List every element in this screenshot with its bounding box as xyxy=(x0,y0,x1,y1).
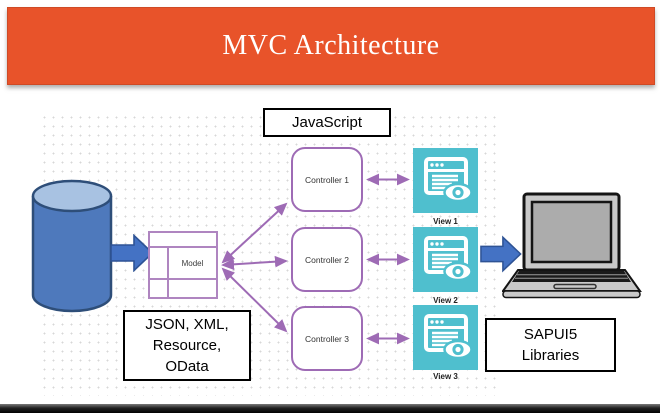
model-label: Model xyxy=(181,258,204,268)
sapui5-label-box: SAPUI5 Libraries xyxy=(485,318,616,372)
model-box-divider xyxy=(150,278,216,280)
data-sources-label-box: JSON, XML, Resource, OData xyxy=(123,310,251,381)
browser-eye-icon xyxy=(424,236,473,282)
title-banner: MVC Architecture xyxy=(7,7,655,85)
javascript-label-box: JavaScript xyxy=(263,108,391,137)
browser-eye-icon xyxy=(424,157,473,203)
bottom-edge-bar xyxy=(0,404,660,413)
page-title: MVC Architecture xyxy=(222,30,440,61)
view-3-label: View 3 xyxy=(433,372,458,381)
model-box-divider xyxy=(167,246,169,297)
controller-3-box: Controller 3 xyxy=(291,306,363,371)
controller-2-box: Controller 2 xyxy=(291,227,363,292)
controller-1-box: Controller 1 xyxy=(291,147,363,212)
view-3-tile xyxy=(413,305,478,370)
model-box-divider xyxy=(150,246,216,248)
view-1-label: View 1 xyxy=(433,217,458,226)
view-2-tile xyxy=(413,227,478,292)
view-2-label: View 2 xyxy=(433,296,458,305)
browser-eye-icon xyxy=(424,314,473,360)
laptop-icon xyxy=(502,192,642,299)
view-1-tile xyxy=(413,148,478,213)
model-box: Model xyxy=(148,231,218,299)
